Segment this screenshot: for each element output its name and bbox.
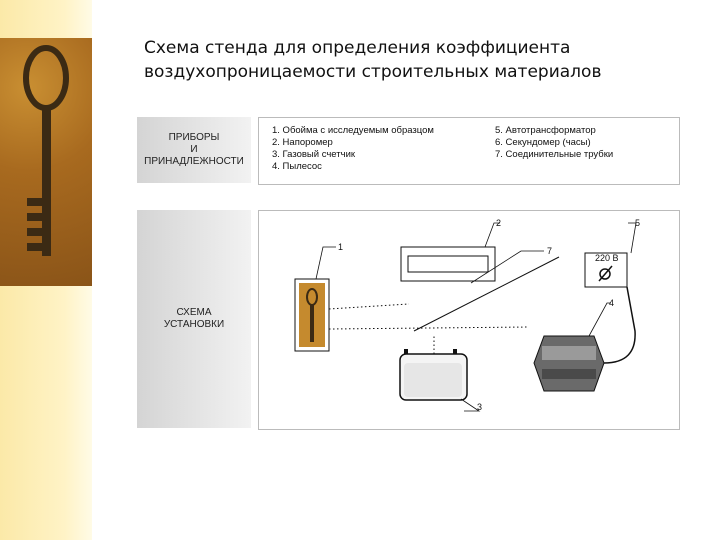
title-line-1: Схема стенда для определения коэффициент… bbox=[144, 38, 571, 58]
section-label-line: УСТАНОВКИ bbox=[163, 319, 225, 330]
pressure-gauge bbox=[400, 246, 496, 282]
legend-item: 5. Автотрансформатор bbox=[495, 125, 596, 136]
setup-diagram: 220 В 1 2 3 4 5 7 bbox=[258, 210, 680, 430]
gas-meter bbox=[399, 349, 468, 401]
autotransformer: 220 В bbox=[584, 252, 628, 288]
legend-item: 1. Обойма с исследуемым образцом bbox=[272, 125, 434, 136]
legend-box: 1. Обойма с исследуемым образцом 2. Напо… bbox=[258, 117, 680, 185]
legend-item: 3. Газовый счетчик bbox=[272, 149, 356, 160]
legend-item: 6. Секундомер (часы) bbox=[495, 137, 591, 148]
label-number-4: 4 bbox=[609, 298, 614, 308]
leader-lines bbox=[315, 222, 637, 412]
section-label-instruments: ПРИБОРЫ И ПРИНАДЛЕЖНОСТИ bbox=[137, 117, 251, 183]
legend-column-right: 5. Автотрансформатор 6. Секундомер (часы… bbox=[495, 125, 613, 161]
label-number-3: 3 bbox=[477, 402, 482, 412]
legend-item: 4. Пылесос bbox=[272, 161, 322, 172]
section-label-line: ПРИБОРЫ bbox=[168, 132, 220, 143]
section-label-line: И bbox=[190, 144, 198, 155]
vacuum-cleaner bbox=[533, 335, 605, 392]
slide-title: Схема стенда для определения коэффициент… bbox=[144, 36, 704, 84]
title-line-2: воздухопроницаемости строительных матери… bbox=[144, 62, 602, 82]
label-number-7: 7 bbox=[547, 246, 552, 256]
legend-item: 7. Соединительные трубки bbox=[495, 149, 614, 160]
legend-item: 2. Напоромер bbox=[272, 137, 333, 148]
label-number-2: 2 bbox=[496, 218, 501, 228]
label-number-5: 5 bbox=[635, 218, 640, 228]
specimen-holder bbox=[294, 278, 330, 352]
label-number-1: 1 bbox=[338, 242, 343, 252]
connecting-tubes bbox=[328, 256, 636, 364]
legend-column-left: 1. Обойма с исследуемым образцом 2. Напо… bbox=[272, 125, 434, 173]
key-photo bbox=[0, 38, 92, 286]
section-label-line: ПРИНАДЛЕЖНОСТИ bbox=[144, 156, 244, 167]
section-label-setup: СХЕМА УСТАНОВКИ bbox=[137, 210, 251, 428]
voltage-label: 220 В bbox=[595, 253, 619, 263]
section-label-line: СХЕМА bbox=[176, 307, 212, 318]
